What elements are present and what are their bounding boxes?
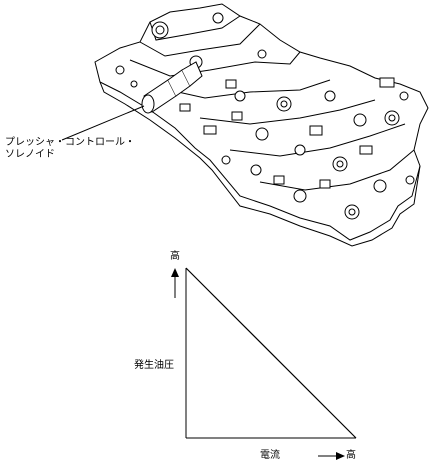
callout-leader-line bbox=[61, 105, 145, 141]
x-high-label: 高 bbox=[346, 450, 356, 461]
y-axis-label: 発生油圧 bbox=[134, 360, 174, 371]
callout-line-1: プレッシャ・コントロール・ bbox=[5, 137, 135, 148]
y-arrow-head bbox=[171, 268, 179, 277]
solenoid-callout-label: プレッシャ・コントロール・ ソレノイド bbox=[5, 137, 135, 161]
y-high-label: 高 bbox=[170, 251, 180, 262]
x-arrow-head bbox=[336, 452, 345, 460]
characteristic-chart bbox=[171, 267, 357, 460]
pressure-control-solenoid bbox=[141, 61, 203, 114]
valve-body-outline bbox=[94, 3, 429, 241]
callout-line-2: ソレノイド bbox=[5, 149, 55, 160]
pressure-current-series bbox=[185, 267, 357, 439]
valve-body-illustration bbox=[61, 3, 429, 247]
x-axis-label: 電流 bbox=[260, 450, 280, 461]
